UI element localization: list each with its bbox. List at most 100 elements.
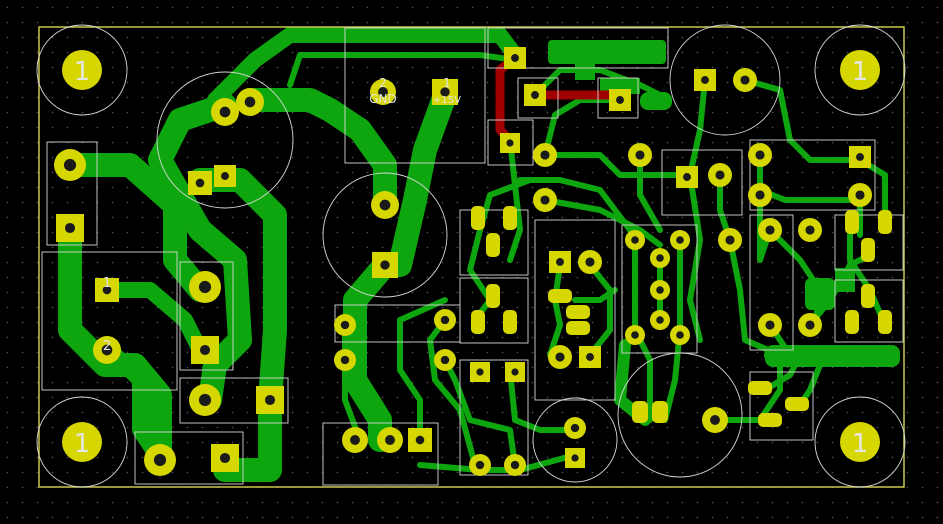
smd-pad [548, 289, 572, 303]
drill-hole [153, 453, 167, 467]
track-r9 [587, 262, 613, 358]
track-r10 [427, 317, 478, 468]
smd-pad [566, 305, 590, 319]
drill-hole [631, 331, 639, 339]
track-r33 [542, 97, 623, 158]
drill-hole [676, 331, 684, 339]
drill-hole [656, 286, 664, 294]
smd-pad [652, 401, 668, 423]
drill-hole [755, 150, 765, 160]
drill-hole [219, 452, 231, 464]
drill-hole [440, 315, 450, 325]
drill-hole [199, 344, 211, 356]
drill-hole [219, 106, 231, 118]
drill-hole [635, 150, 645, 160]
drill-hole [570, 423, 580, 433]
track-r17 [632, 237, 653, 423]
track-r2 [757, 152, 863, 238]
track-top-1 [287, 52, 518, 88]
drill-hole [616, 96, 624, 104]
drill-hole [264, 394, 276, 406]
drill-hole [740, 75, 750, 85]
drill-hole [805, 320, 815, 330]
drill-hole [531, 91, 539, 99]
drill-hole [440, 87, 450, 97]
mount-hole-label: 1 [74, 57, 91, 87]
smd-pad [471, 310, 485, 334]
track-main-6 [343, 253, 397, 452]
gnd-pad-number: 2 [379, 76, 387, 90]
drill-hole [755, 190, 765, 200]
drill-hole [340, 355, 350, 365]
track-r15 [397, 297, 448, 443]
drill-hole [415, 435, 425, 445]
track-r3 [542, 152, 693, 178]
drill-hole [571, 454, 579, 462]
track-r28 [517, 177, 633, 233]
drill-hole [540, 195, 550, 205]
drill-hole [676, 236, 684, 244]
smd-pad [878, 310, 892, 334]
drill-hole [715, 170, 725, 180]
drill-hole [511, 54, 519, 62]
drill-hole [556, 258, 564, 266]
gnd-pad-name: GND [369, 92, 397, 106]
track-r32 [572, 287, 618, 303]
drill-hole [440, 355, 450, 365]
mount-hole-label: 1 [852, 429, 869, 459]
drill-hole [765, 225, 775, 235]
smd-pad [471, 206, 485, 230]
pads: 1 1 1 1 [54, 47, 892, 476]
mount-hole-label: 1 [852, 57, 869, 87]
drill-hole [656, 316, 664, 324]
track-r11 [442, 357, 518, 468]
track-mid-a [207, 27, 523, 108]
drill-hole [585, 257, 595, 267]
drill-hole [198, 280, 212, 294]
mount-hole-label: 1 [74, 429, 91, 459]
smd-pad [861, 238, 875, 262]
smd-pad [845, 210, 859, 234]
track-r24 [847, 232, 888, 328]
mount-hole-br: 1 [840, 422, 880, 462]
drill-hole [656, 254, 664, 262]
track-r20 [727, 237, 783, 358]
silk-cap-2 [322, 172, 448, 298]
drill-hole [586, 353, 594, 361]
left-pad-pin2: 2 [103, 339, 111, 354]
silk-mount-bl [36, 396, 128, 488]
smd-pad [748, 381, 772, 395]
left-pad-pin1: 1 [103, 276, 111, 291]
drill-hole [683, 173, 691, 181]
track-r12 [507, 367, 578, 433]
track-r18 [662, 237, 683, 423]
drill-hole [101, 344, 113, 356]
smd-pad [758, 413, 782, 427]
silk-cap-1 [156, 71, 294, 209]
drill-hole [380, 260, 390, 270]
track-left-pad2 [102, 342, 168, 468]
drill-hole [506, 139, 514, 147]
track-main-3 [148, 93, 252, 412]
drill-hole [555, 352, 565, 362]
board-outline [38, 26, 905, 488]
drill-hole [476, 368, 484, 376]
drill-hole [475, 460, 485, 470]
silk-mount-tr [814, 24, 906, 116]
silk-cap-3 [669, 24, 781, 136]
drill-hole [244, 96, 256, 108]
drill-hole [855, 190, 865, 200]
drill-hole [701, 76, 709, 84]
pad-labels: 2 GND 1 +15V 1 2 [103, 76, 461, 354]
drill-hole [102, 285, 112, 295]
track-r8 [547, 262, 563, 358]
smd-pad [785, 397, 809, 411]
drill-hole [510, 460, 520, 470]
smd-pad [503, 310, 517, 334]
drill-hole [765, 320, 775, 330]
track-left-pad [102, 282, 208, 358]
drill-hole [511, 368, 519, 376]
copper-tracks [58, 27, 896, 482]
drill-hole [540, 150, 550, 160]
track-r14 [342, 322, 363, 443]
